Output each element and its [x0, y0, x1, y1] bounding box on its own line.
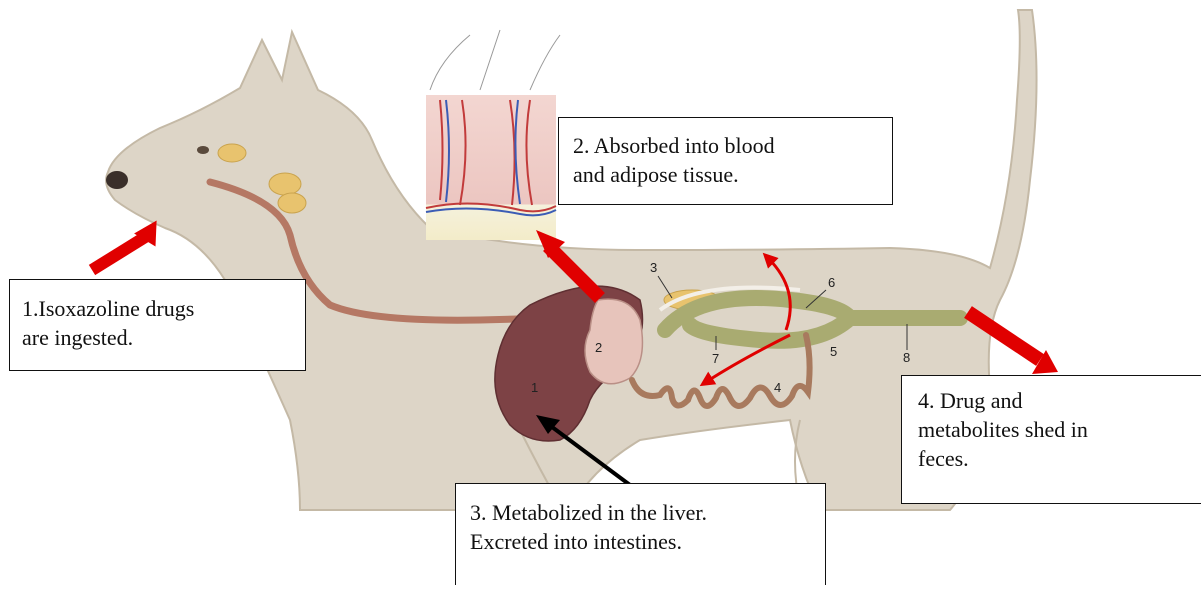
organ-number-3: 3 [650, 260, 657, 275]
callout-step-3-line-2: Excreted into intestines. [470, 527, 811, 556]
callout-step-2-line-1: 2. Absorbed into blood [573, 131, 878, 160]
organ-number-8: 8 [903, 350, 910, 365]
callout-step-3: 3. Metabolized in the liver. Excreted in… [455, 483, 826, 585]
stomach [585, 299, 642, 384]
organ-number-2: 2 [595, 340, 602, 355]
eye-icon [197, 146, 209, 154]
callout-step-4-line-1: 4. Drug and [918, 386, 1185, 415]
callout-step-2-line-2: and adipose tissue. [573, 160, 878, 189]
callout-step-4-line-3: feces. [918, 444, 1185, 473]
organ-number-7: 7 [712, 351, 719, 366]
organ-number-5: 5 [830, 344, 837, 359]
callout-step-1: 1.Isoxazoline drugs are ingested. [9, 279, 306, 371]
callout-step-3-line-1: 3. Metabolized in the liver. [470, 498, 811, 527]
organ-number-4: 4 [774, 380, 781, 395]
callout-step-4: 4. Drug and metabolites shed in feces. [901, 375, 1201, 504]
callout-step-2: 2. Absorbed into blood and adipose tissu… [558, 117, 893, 205]
organ-number-6: 6 [828, 275, 835, 290]
organ-number-1: 1 [531, 380, 538, 395]
skin-cross-section [426, 30, 560, 240]
nose-icon [106, 171, 128, 189]
callout-step-4-line-2: metabolites shed in [918, 415, 1185, 444]
callout-step-1-line-1: 1.Isoxazoline drugs [22, 294, 293, 323]
arrow-to-mouth [92, 234, 150, 270]
callout-step-1-line-2: are ingested. [22, 323, 293, 352]
